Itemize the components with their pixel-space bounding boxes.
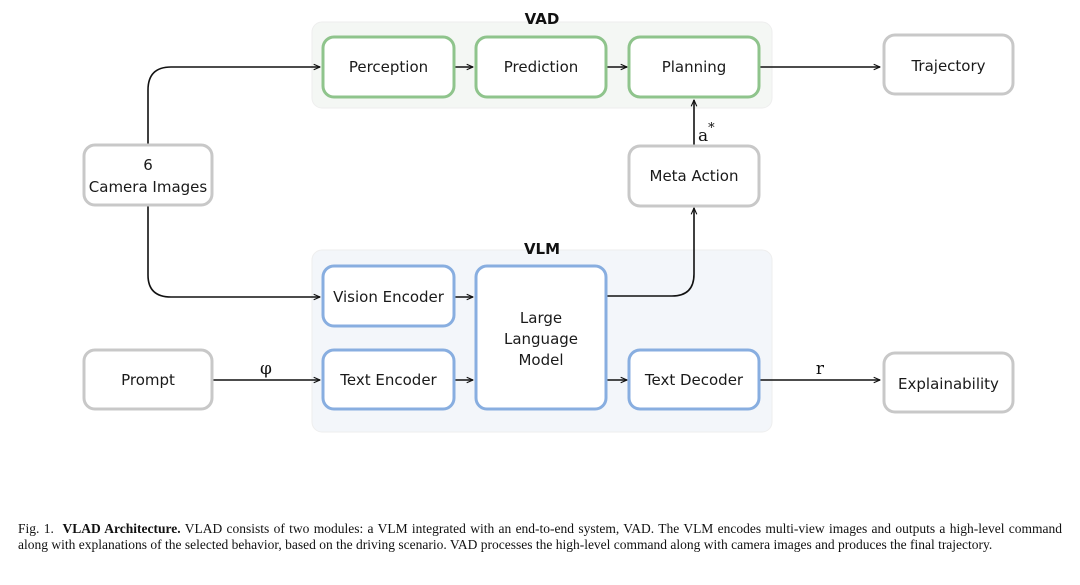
edge-label-r: r — [816, 359, 825, 379]
node-trajectory-label: Trajectory — [910, 57, 985, 75]
node-llm-line3: Model — [518, 351, 563, 369]
node-prompt-label: Prompt — [121, 371, 175, 389]
node-planning-label: Planning — [662, 58, 727, 76]
vad-group-title: VAD — [525, 10, 560, 28]
caption-prefix: Fig. 1. — [18, 521, 54, 536]
node-llm-line1: Large — [520, 309, 562, 327]
a-star-base: a — [698, 126, 708, 146]
node-prediction-label: Prediction — [504, 58, 579, 76]
edge-llm-to-meta-action — [607, 208, 694, 297]
node-camera-images-line2: Camera Images — [89, 178, 208, 196]
caption-body: VLAD consists of two modules: a VLM inte… — [18, 521, 1062, 552]
node-vision-encoder-label: Vision Encoder — [333, 288, 445, 306]
node-prompt: Prompt — [82, 348, 214, 411]
node-perception-label: Perception — [349, 58, 428, 76]
node-camera-images: 6 Camera Images — [82, 143, 214, 207]
edge-label-a-star: a* — [698, 121, 715, 146]
node-vision-encoder: Vision Encoder — [321, 264, 456, 328]
caption-title: VLAD Architecture. — [62, 521, 181, 536]
node-meta-action: Meta Action — [627, 144, 761, 208]
node-trajectory: Trajectory — [882, 33, 1015, 96]
node-text-encoder-label: Text Encoder — [339, 371, 437, 389]
edge-label-phi: φ — [260, 359, 272, 379]
node-perception: Perception — [321, 35, 456, 99]
node-meta-action-label: Meta Action — [650, 167, 739, 185]
figure-caption: Fig. 1. VLAD Architecture. VLAD consists… — [18, 521, 1062, 552]
node-explainability: Explainability — [882, 351, 1015, 414]
vlm-group-title: VLM — [524, 240, 560, 258]
node-text-decoder-label: Text Decoder — [644, 371, 744, 389]
edge-camera-to-perception — [147, 67, 320, 145]
node-explainability-label: Explainability — [898, 375, 999, 393]
a-star-superscript: * — [708, 121, 715, 136]
node-planning: Planning — [627, 35, 761, 99]
architecture-diagram: VAD VLM φ r a* Perception Prediction Pla… — [82, 10, 1015, 433]
node-camera-images-line1: 6 — [143, 156, 153, 174]
node-large-language-model: Large Language Model — [474, 264, 608, 411]
edge-camera-to-vision-encoder — [147, 206, 320, 297]
node-llm-line2: Language — [504, 330, 578, 348]
node-text-decoder: Text Decoder — [627, 348, 761, 411]
node-text-encoder: Text Encoder — [321, 348, 456, 411]
node-prediction: Prediction — [474, 35, 608, 99]
